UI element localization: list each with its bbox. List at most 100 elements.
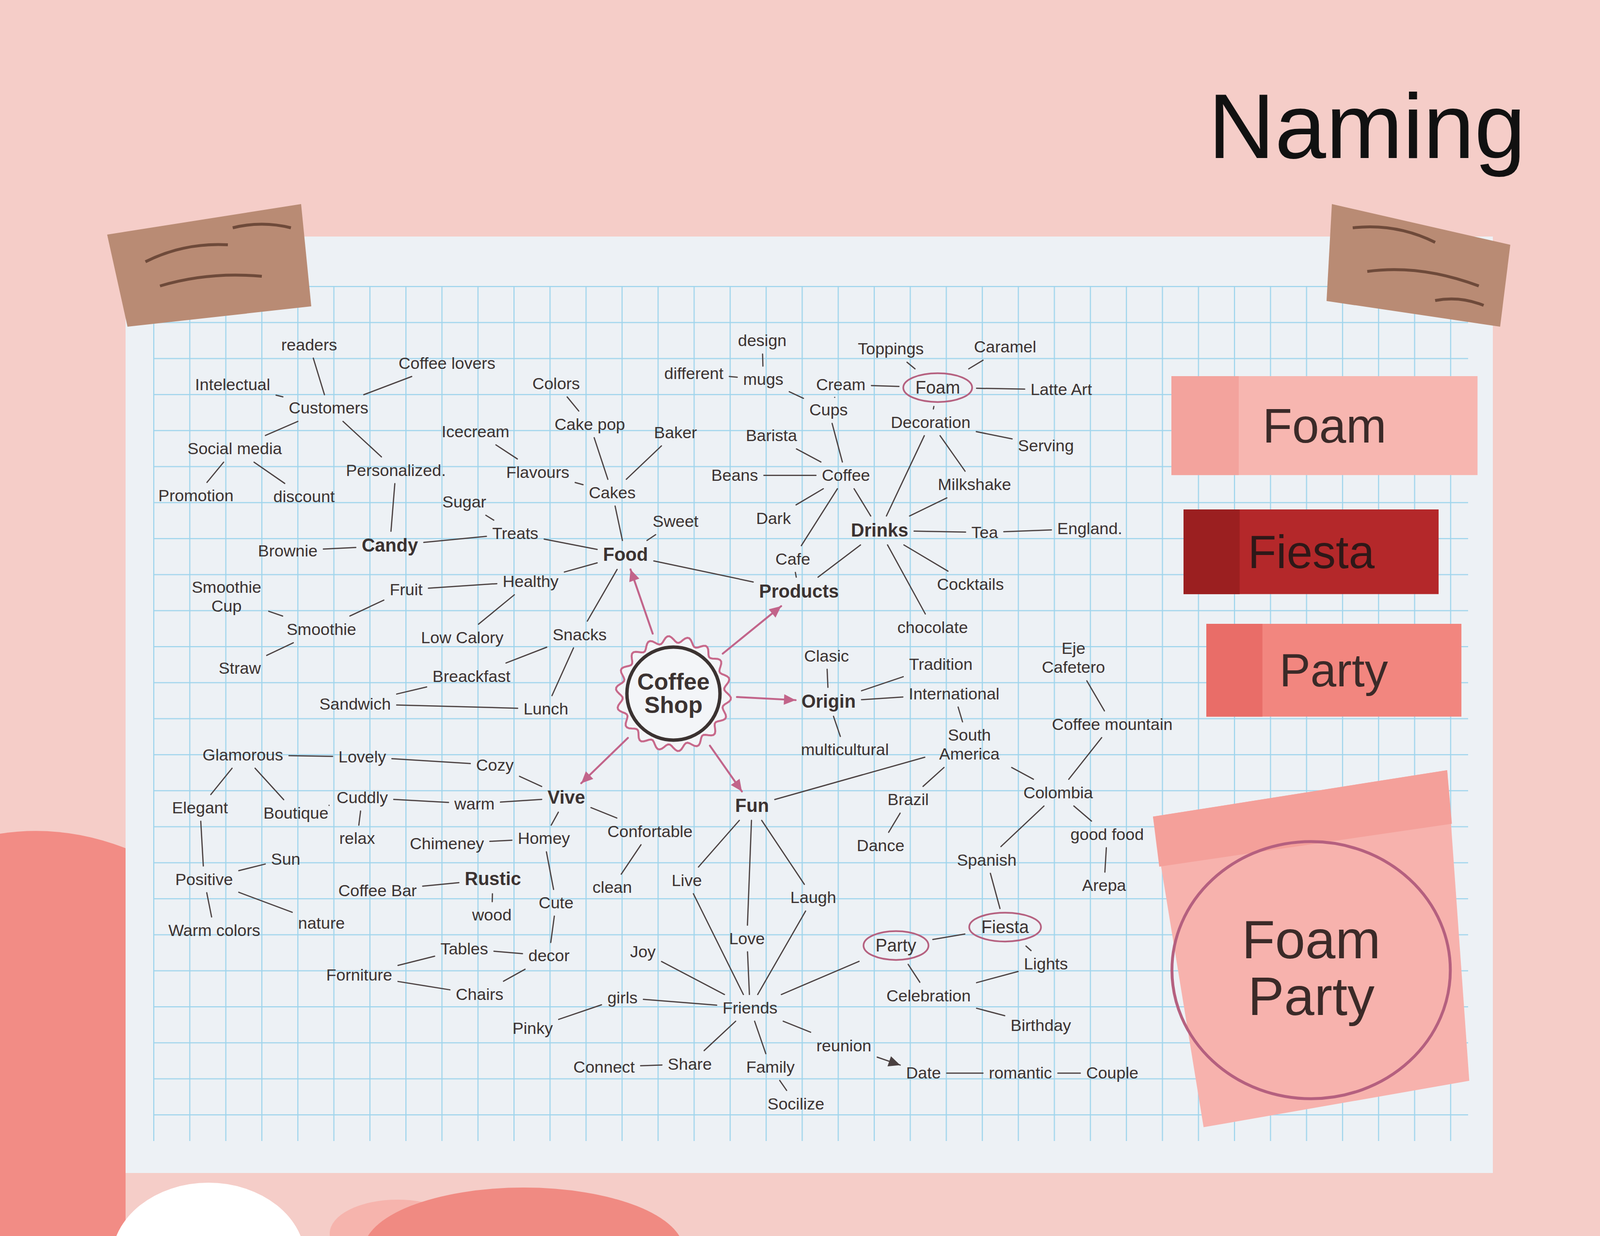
mind-map-line <box>268 611 283 617</box>
mind-map-word: Date <box>903 1062 944 1084</box>
connector-line <box>428 583 497 589</box>
connector-line <box>422 882 460 887</box>
mind-map-line <box>288 755 333 757</box>
circled-word: Fiesta <box>967 911 1043 944</box>
mind-map-word: Cafe <box>772 548 814 570</box>
mind-map-line <box>423 536 487 543</box>
connector-line <box>254 462 285 484</box>
node-text: multicultural <box>800 740 889 760</box>
mind-map-line <box>396 704 518 709</box>
mind-map-line <box>783 1021 811 1033</box>
node-text: Pinky <box>512 1019 553 1039</box>
mind-map-line <box>342 421 382 457</box>
mind-map-word: mugs <box>740 368 787 390</box>
node-text: Chimeney <box>409 834 484 854</box>
node-text: Latte Art <box>1030 380 1092 400</box>
connector-line <box>886 435 925 517</box>
node-text: Connect <box>573 1057 636 1077</box>
node-text: Coffee <box>821 465 871 485</box>
mind-map-word: wood <box>469 904 515 926</box>
mind-map-word: Milkshake <box>934 474 1014 496</box>
connector-line <box>546 852 554 891</box>
mind-map-line <box>877 1056 901 1067</box>
mind-map-word: Cocktails <box>933 574 1007 595</box>
connector-line <box>908 964 920 983</box>
mind-map-line <box>255 768 284 800</box>
mind-map-word: clean <box>589 877 635 898</box>
mind-map-line <box>976 1008 1005 1016</box>
wavy-ring <box>616 636 732 752</box>
mind-map-line <box>796 488 824 505</box>
sticky-note: Foam Party <box>1152 770 1470 1128</box>
connector-line <box>933 406 934 409</box>
connector-line <box>1003 529 1052 532</box>
node-text: Serving <box>1018 436 1074 456</box>
connector-line <box>391 758 471 764</box>
note-paper <box>1171 376 1478 476</box>
node-text: Milkshake <box>937 475 1011 495</box>
mind-map-branch: Drinks <box>848 519 912 543</box>
circled-word: Foam <box>901 371 974 404</box>
connector-line <box>1000 806 1044 848</box>
connector-line <box>832 423 843 463</box>
mind-map-word: Live <box>668 870 705 892</box>
connector-line <box>817 544 861 578</box>
connector-line <box>781 961 859 995</box>
connector-line <box>909 497 947 516</box>
mind-map-word: Sandwich <box>316 693 394 715</box>
circled-word: Party <box>862 929 930 962</box>
mind-map-word: readers <box>278 334 340 356</box>
node-text: Cozy <box>476 755 514 775</box>
mind-map-line <box>265 421 298 436</box>
mind-map-word: Barista <box>742 425 800 447</box>
connector-line <box>265 421 298 436</box>
mind-map-word: warm <box>451 793 498 815</box>
mind-map-line <box>626 446 662 480</box>
node-text: Healthy <box>502 572 559 592</box>
mind-map-line <box>551 812 559 826</box>
circle-mark <box>863 931 929 960</box>
arrow-head <box>581 771 594 784</box>
mind-map-word: Healthy <box>499 571 562 592</box>
hub-arrow <box>736 694 796 705</box>
node-text: Promotion <box>158 486 234 506</box>
mind-map-word: Cups <box>806 399 851 421</box>
mind-map-line <box>1068 737 1102 780</box>
mind-map-line <box>398 981 450 991</box>
mind-map-line <box>546 852 554 891</box>
note-fold <box>1206 624 1263 718</box>
node-text: Arepa <box>1082 876 1127 896</box>
node-text: Chairs <box>455 985 504 1005</box>
connector-line <box>704 1021 736 1052</box>
mind-map-word: reunion <box>813 1035 875 1057</box>
connector-line <box>796 448 822 463</box>
mind-map-word: discount <box>270 486 338 508</box>
node-text: South America <box>930 725 1008 764</box>
node-text: Date <box>906 1063 942 1083</box>
mind-map-word: Coffee lovers <box>395 352 499 374</box>
mind-map-line <box>238 864 266 872</box>
connector-line <box>390 483 395 532</box>
connector-line <box>621 845 641 875</box>
mind-map-word: multicultural <box>798 739 892 761</box>
node-text: Joy <box>629 942 656 962</box>
mind-map-word: Tables <box>437 938 491 960</box>
circle-mark <box>903 373 973 402</box>
connector-line <box>489 840 512 842</box>
mind-map-word: Icecream <box>438 421 513 443</box>
connector-line <box>646 534 656 541</box>
inner-ring <box>626 647 720 741</box>
connector-line <box>558 1005 602 1020</box>
mind-map-line <box>827 669 829 688</box>
connector-line <box>288 755 333 757</box>
mind-map-word: Coffee Bar <box>335 880 420 902</box>
tape-strip <box>107 204 312 327</box>
note-band <box>1152 770 1453 867</box>
mind-map-word: Elegant <box>169 797 231 819</box>
node-text: Caramel <box>974 337 1037 357</box>
connector-line <box>591 807 617 818</box>
mind-map-line <box>968 360 984 369</box>
connector-line <box>976 971 1019 983</box>
node-text: Lunch <box>523 699 569 719</box>
mind-map-line <box>940 435 966 472</box>
